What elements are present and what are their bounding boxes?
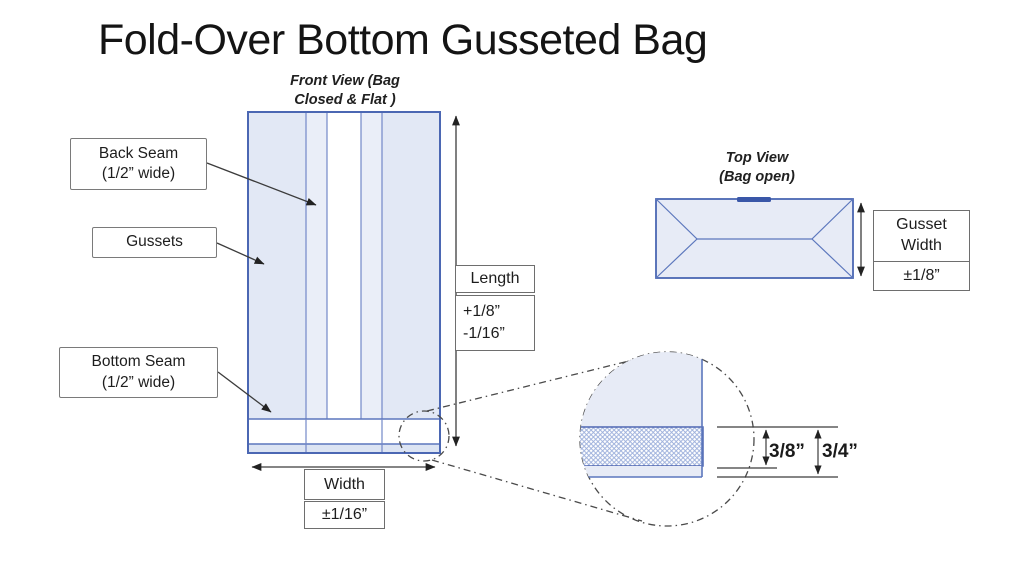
fold-height-dimension-label: 3/4” [822,441,858,462]
detail-dimension-lines [717,426,838,478]
front-view-caption-line2: Closed & Flat ) [294,92,396,109]
detail-connector-bottom [431,459,643,522]
back-seam-leader-arrow [206,162,317,206]
back-seam-label-line1: Back Seam [98,144,179,162]
bottom-seam-band [248,444,440,453]
width-dimension-box: Width [304,469,385,500]
length-dimension-box: Length [455,265,535,293]
width-tolerance-box: ±1/16” [304,501,385,529]
top-view-back-seam-mark [737,197,771,202]
top-view-gusset-folds [655,198,854,279]
bottom-seam-callout: Bottom Seam (1/2” wide) [59,347,218,398]
top-view-caption-line1: Top View [725,150,789,166]
detail-magnified-content [580,352,704,478]
gussets-callout: Gussets [92,227,217,258]
top-view-caption: Top View (Bag open) [662,149,852,187]
width-tolerance: ±1/16” [321,506,368,523]
top-view-caption-line2: (Bag open) [719,169,795,186]
detail-connector-top [426,356,646,412]
detail-crosshatch-seam [580,426,704,467]
length-label: Length [470,270,520,287]
gussets-leader-arrow [216,242,265,265]
detail-callout-marks [398,351,755,527]
front-view-outline [247,111,441,454]
gusset-width-dimension-box: Gusset Width ±1/8” [873,210,970,291]
seam-depth-dimension-label: 3/8” [769,441,805,462]
bottom-seam-label-line2: (1/2” wide) [101,373,176,391]
gusset-width-label-line2: Width [901,237,942,254]
length-tolerance-plus: +1/8” [463,302,500,320]
gussets-label: Gussets [126,233,183,251]
back-seam-callout: Back Seam (1/2” wide) [70,138,207,190]
gusset-width-tolerance: ±1/8” [874,261,969,290]
page-title: Fold-Over Bottom Gusseted Bag [98,16,708,64]
bottom-seam-label-line1: Bottom Seam [91,353,186,371]
front-view-bag [247,111,441,454]
back-seam-label-line2: (1/2” wide) [101,165,176,182]
front-view-caption-line1: Front View (Bag [290,73,400,89]
detail-magnified-circle [579,351,755,527]
length-tolerance-box: +1/8” -1/16” [455,295,535,351]
gusset-width-label-line1: Gusset [896,216,947,234]
callout-leader-lines [206,162,317,413]
bottom-seam-leader-arrow [217,371,272,413]
top-view-bag [655,197,854,279]
length-tolerance-minus: -1/16” [463,325,505,342]
front-view-caption: Front View (Bag Closed & Flat ) [250,72,440,110]
gusset-width-label: Gusset Width [874,211,969,261]
width-label: Width [324,475,365,493]
detail-source-circle [398,410,450,462]
